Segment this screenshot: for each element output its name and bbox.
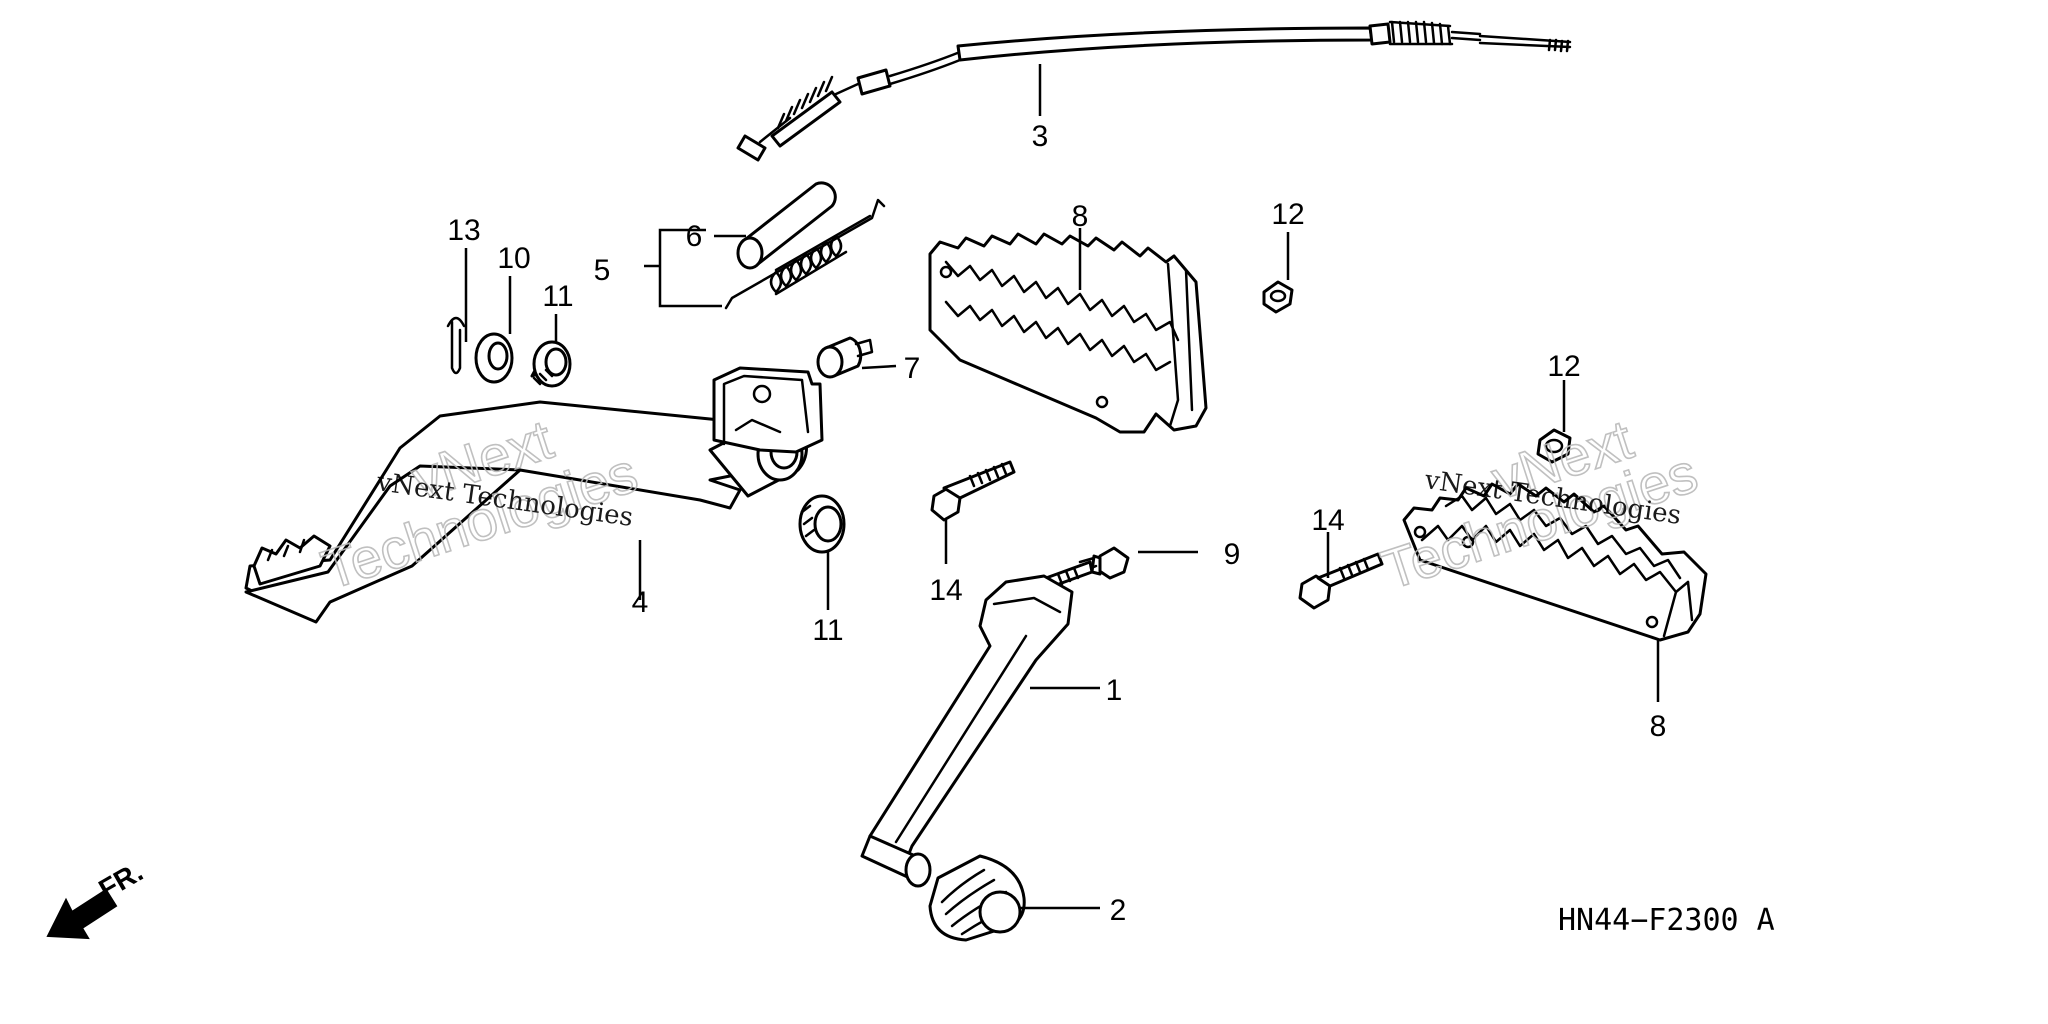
pedal-rubber bbox=[928, 854, 1026, 942]
brake-pedal-arm bbox=[244, 366, 824, 624]
callout-11-upper: 11 bbox=[542, 280, 573, 313]
brake-pedal-spring bbox=[724, 198, 886, 310]
footpeg-upper bbox=[928, 232, 1208, 434]
footpeg-right bbox=[1402, 482, 1708, 642]
callout-3: 3 bbox=[1032, 120, 1049, 153]
callout-14-right: 14 bbox=[1311, 504, 1344, 537]
callout-14-left: 14 bbox=[929, 574, 962, 607]
callout-2: 2 bbox=[1110, 894, 1127, 927]
front-arrow-icon bbox=[46, 888, 118, 940]
dust-seal-upper bbox=[530, 340, 572, 388]
callouts: 3 13 10 11 6 5 7 8 12 12 4 11 14 9 14 8 … bbox=[447, 120, 1666, 927]
callout-7: 7 bbox=[904, 352, 921, 385]
flange-bolt-left bbox=[930, 460, 1016, 522]
stopper-rubber bbox=[816, 336, 874, 379]
callout-8-right: 8 bbox=[1650, 710, 1667, 743]
dust-seal-lower bbox=[798, 494, 846, 554]
front-direction-indicator: FR. bbox=[46, 856, 148, 940]
callout-8-upper: 8 bbox=[1072, 200, 1089, 233]
callout-4: 4 bbox=[632, 586, 649, 619]
callout-9: 9 bbox=[1224, 538, 1241, 571]
cotter-pin bbox=[446, 316, 466, 375]
drawing-code: HN44−F2300 A bbox=[1558, 903, 1775, 938]
leader-lines bbox=[464, 64, 1660, 910]
flange-bolt-right bbox=[1298, 552, 1384, 610]
callout-6: 6 bbox=[686, 220, 703, 253]
pedal-arm bbox=[860, 574, 1074, 888]
callout-12-right: 12 bbox=[1547, 350, 1580, 383]
callout-1: 1 bbox=[1106, 674, 1123, 707]
flange-nut-upper bbox=[1262, 280, 1294, 314]
callout-5: 5 bbox=[594, 254, 611, 287]
callout-10: 10 bbox=[497, 242, 530, 275]
callout-11-lower: 11 bbox=[812, 614, 843, 647]
callout-13: 13 bbox=[447, 214, 480, 247]
brake-spring-collar bbox=[736, 181, 837, 270]
pivot-bolt bbox=[1044, 546, 1130, 590]
callout-12-upper: 12 bbox=[1271, 198, 1304, 231]
flange-nut-right bbox=[1536, 428, 1572, 464]
washer bbox=[474, 332, 514, 384]
brake-cable bbox=[736, 20, 1572, 162]
